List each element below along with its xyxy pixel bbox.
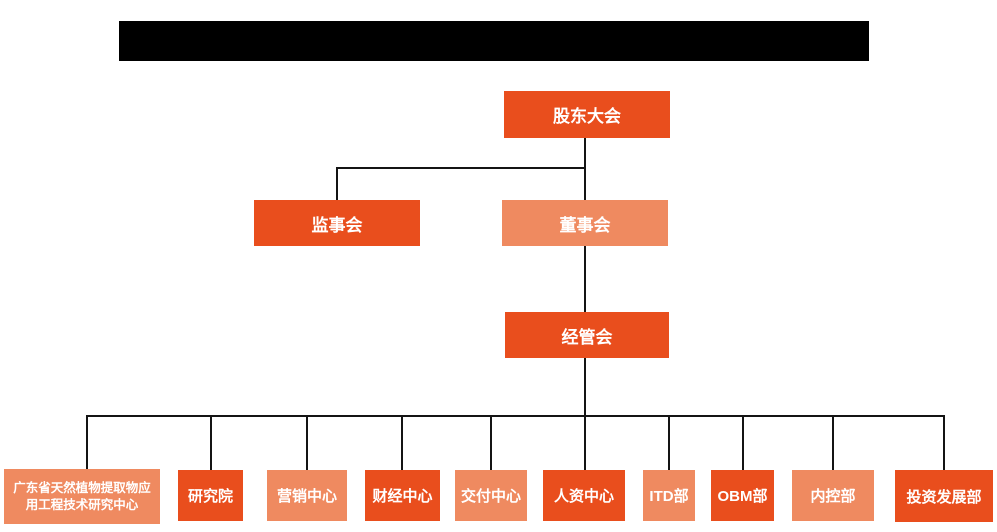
org-node-supervisory-board: 监事会: [254, 200, 420, 246]
org-node-shareholders-meeting: 股东大会: [504, 91, 670, 138]
org-node-research-institute: 研究院: [178, 470, 243, 521]
org-node-board-of-directors: 董事会: [502, 200, 668, 246]
connector-management-to-bus: [584, 358, 586, 416]
connector-drop-investment-dev: [943, 415, 945, 471]
org-node-management-committee: 经管会: [505, 312, 669, 358]
org-node-hr-center: 人资中心: [543, 470, 625, 521]
org-node-delivery-center: 交付中心: [455, 470, 527, 521]
connector-drop-itd-dept: [668, 415, 670, 471]
connector-drop-hr-center: [584, 415, 586, 471]
connector-supervisory-drop: [336, 167, 338, 201]
connector-department-bus: [86, 415, 945, 417]
connector-drop-internal-control: [832, 415, 834, 471]
connector-drop-delivery-center: [490, 415, 492, 471]
org-node-finance-center: 财经中心: [365, 470, 440, 521]
org-node-gd-plant-extract-research-center: 广东省天然植物提取物应用工程技术研究中心: [4, 469, 160, 524]
connector-drop-gd-research-center: [86, 415, 88, 471]
connector-board-to-management: [584, 246, 586, 312]
org-node-internal-control-department: 内控部: [792, 470, 874, 521]
org-node-investment-development-department: 投资发展部: [895, 470, 993, 522]
redacted-title-bar: [119, 21, 869, 61]
org-node-itd-department: ITD部: [643, 470, 695, 521]
connector-drop-obm-dept: [742, 415, 744, 471]
org-node-marketing-center: 营销中心: [267, 470, 347, 521]
connector-drop-marketing-center: [306, 415, 308, 471]
connector-drop-research-institute: [210, 415, 212, 471]
connector-drop-finance-center: [401, 415, 403, 471]
connector-level2-horizontal: [336, 167, 586, 169]
org-node-obm-department: OBM部: [711, 470, 774, 521]
connector-shareholders-down: [584, 138, 586, 201]
